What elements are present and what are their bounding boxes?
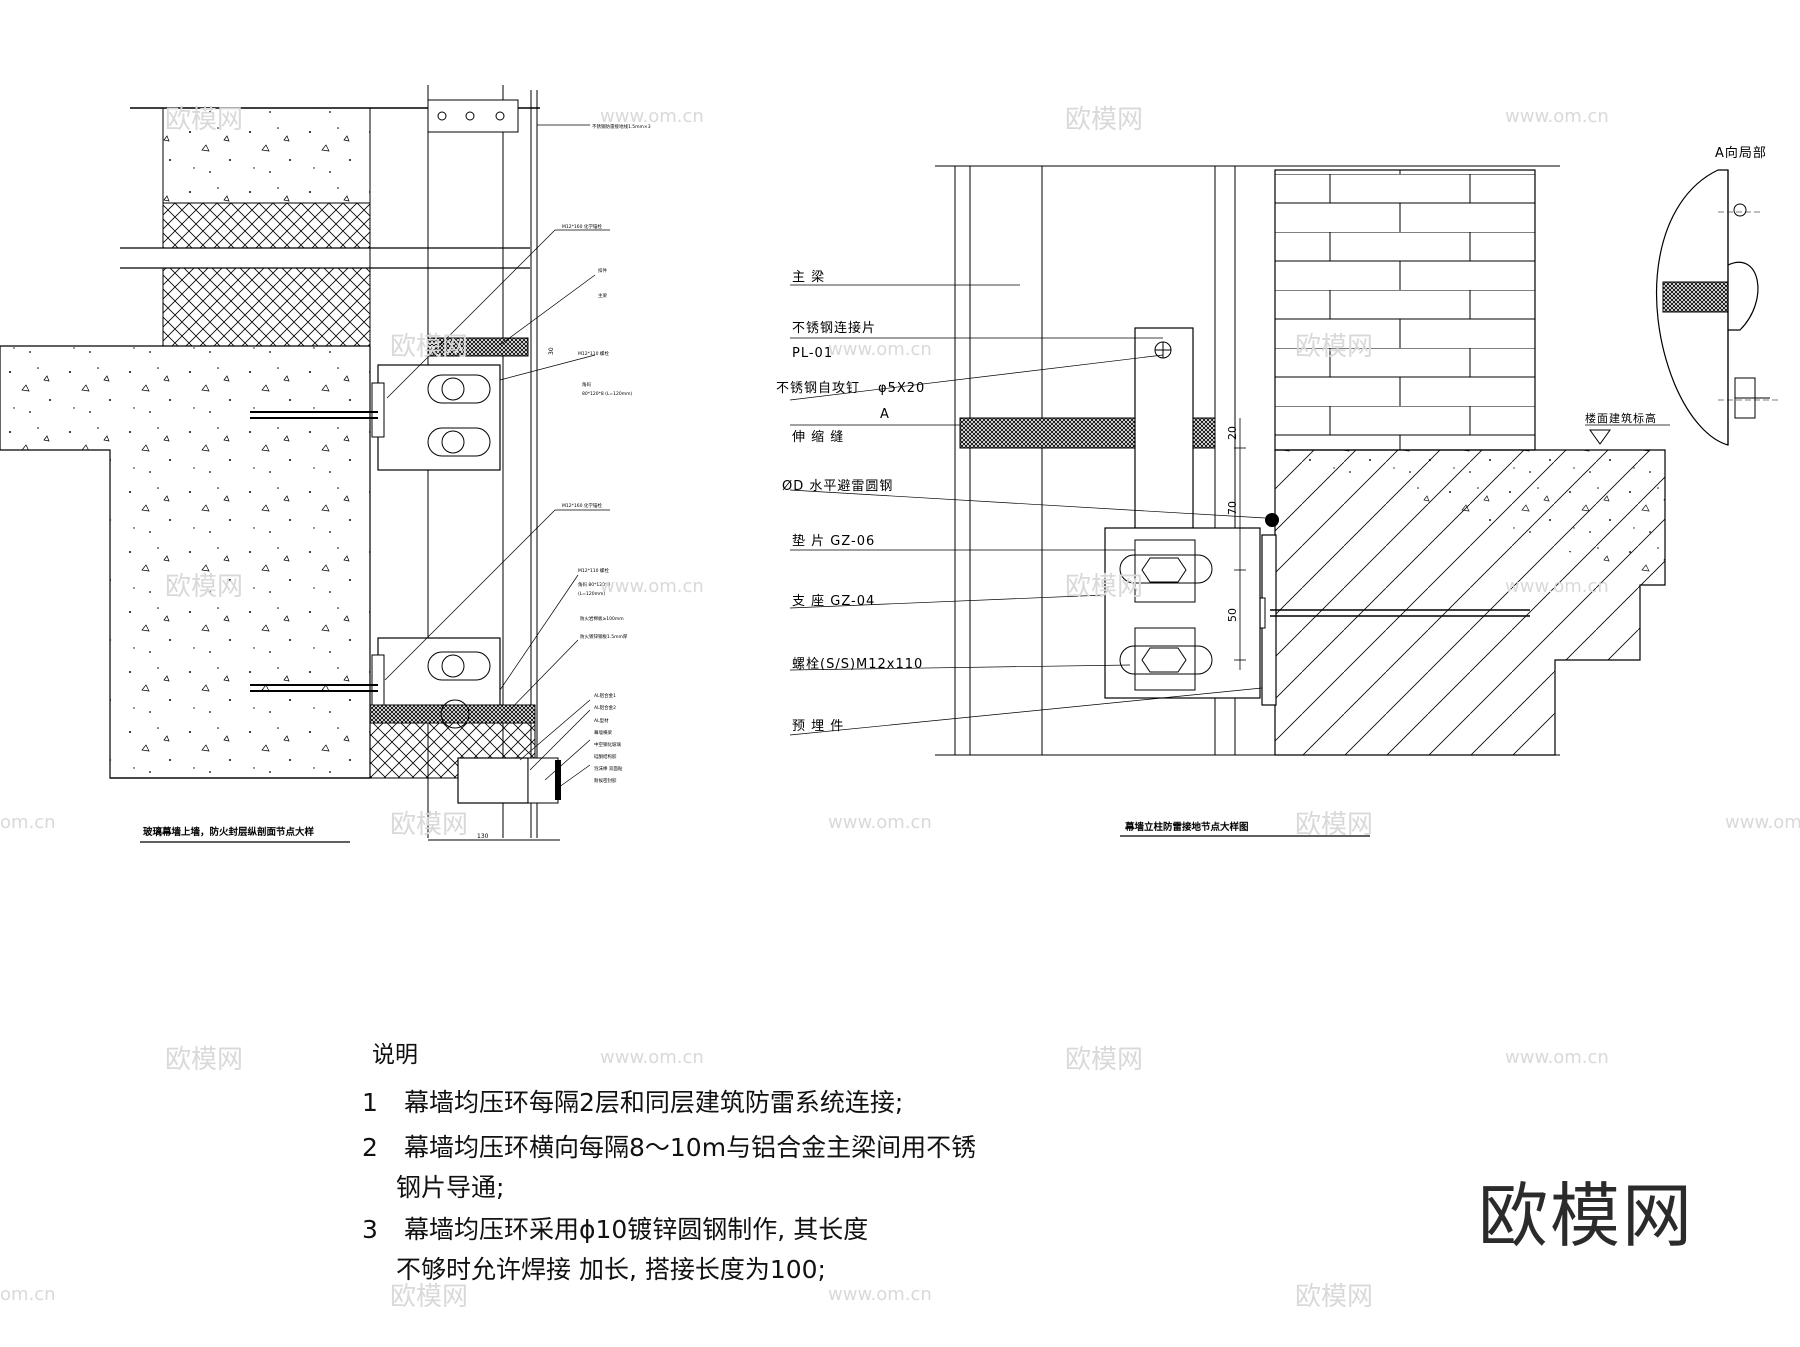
watermark-domain: www.om.cn	[600, 106, 704, 127]
right-label-embedded: 预 埋 件	[792, 719, 844, 734]
right-label-support: 支 座 GZ-04	[792, 594, 875, 609]
watermark-domain: www.om.cn	[828, 812, 932, 833]
left-label-item-b: 主梁	[598, 292, 607, 299]
right-label-screw-size: φ5X20	[878, 381, 925, 396]
watermark-domain: www.om.cn	[1725, 812, 1800, 833]
right-dim-50: 50	[1226, 608, 1239, 622]
watermark-domain: www.om.cn	[1505, 576, 1609, 597]
watermark: 欧模网	[1065, 1045, 1143, 1075]
right-dim-20: 20	[1226, 426, 1239, 440]
left-label-anchor-top: M12*160 化学锚栓	[562, 223, 602, 230]
detail-a-drawing: A向局部	[1655, 145, 1780, 446]
left-label-top-note: 不锈钢防雷接地线1.5mm×3	[592, 123, 651, 130]
watermark-domain: om.cn	[0, 812, 56, 833]
left-section-drawing: 130 30 不锈钢防雷接地线1.5mm×3 M12*160 化学锚栓 扣件 主…	[0, 85, 651, 843]
watermark-layer: 欧模网 欧模网 欧模网 欧模网 欧模网 欧模网 欧模网 欧模网 欧模网 欧模网 …	[165, 105, 1373, 1312]
right-label-pl01: PL-01	[792, 346, 833, 361]
left-label-profile-2: AL铝合金2	[594, 704, 616, 711]
left-label-profile-8: 耐候密封胶	[594, 777, 617, 784]
watermark: 欧模网	[1065, 572, 1143, 602]
watermark: 欧模网	[165, 1045, 243, 1075]
right-label-bolt: 螺栓(S/S)M12x110	[792, 657, 923, 672]
left-label-bolt-top: M12*110 螺栓	[578, 350, 609, 357]
left-dim-130: 130	[477, 833, 489, 840]
left-label-profile-7: 泡沫棒 双面贴	[594, 765, 623, 772]
left-label-profile-6: 硅酮结构胶	[594, 753, 617, 760]
right-label-screw: 不锈钢自攻钉	[776, 381, 860, 396]
watermark-domain: www.om.cn	[1505, 106, 1609, 127]
left-label-profile-1: AL铝合金1	[594, 692, 616, 699]
watermark: 欧模网	[390, 1282, 468, 1312]
right-label-lightning-rod: ØD 水平避雷圆钢	[782, 479, 893, 494]
left-label-profile-4: 幕墙横梁	[594, 729, 612, 736]
watermark-domain: www.om.cn	[1505, 1047, 1609, 1068]
right-label-floor-level: 楼面建筑标高	[1585, 411, 1657, 425]
left-label-item-a: 扣件	[598, 267, 607, 274]
right-label-view-a: A	[880, 407, 890, 422]
watermark-domain-layer: www.om.cn www.om.cn www.om.cn www.om.cn …	[0, 106, 1800, 1305]
left-drawing-title: 玻璃幕墙上墙，防火封层纵剖面节点大样	[143, 826, 315, 838]
watermark: 欧模网	[165, 105, 243, 135]
brand-logo: 欧模网	[1478, 1175, 1694, 1257]
watermark: 欧模网	[1295, 332, 1373, 362]
watermark-domain: www.om.cn	[600, 1047, 704, 1068]
right-drawing-title: 幕墙立柱防雷接地节点大样图	[1124, 821, 1249, 833]
right-label-expansion-joint: 伸 缩 缝	[792, 429, 844, 445]
right-label-steel-plate: 不锈钢连接片	[792, 320, 876, 336]
left-label-anchor-bottom: M12*160 化学锚栓	[562, 502, 602, 509]
left-label-profile-5: 中空钢化玻璃	[594, 741, 621, 748]
right-label-washer: 垫 片 GZ-06	[792, 533, 875, 549]
detail-a-title: A向局部	[1715, 145, 1767, 161]
watermark-domain: om.cn	[0, 1284, 56, 1305]
watermark: 欧模网	[1295, 1282, 1373, 1312]
left-dim-30: 30	[548, 347, 555, 355]
left-label-profile-3: AL型材	[594, 717, 609, 724]
right-section-drawing: 20 70 50 主 梁 不锈钢连接片 PL-01 不锈钢自攻钉 φ5X20 A…	[776, 165, 1670, 837]
left-label-steel-plate: 防火镀锌钢板1.5mm厚	[580, 633, 628, 640]
left-label-angle-bottom-len: (L=120mm)	[578, 591, 605, 597]
watermark-domain: www.om.cn	[828, 1284, 932, 1305]
watermark: 欧模网	[1065, 105, 1143, 135]
watermark: 欧模网	[165, 572, 243, 602]
watermark: 欧模网	[1295, 810, 1373, 840]
watermark: 欧模网	[390, 332, 468, 362]
watermark-domain: www.om.cn	[600, 576, 704, 597]
right-dim-70: 70	[1226, 501, 1239, 515]
watermark-domain: www.om.cn	[828, 339, 932, 360]
left-label-angle-top: 角码	[582, 381, 591, 388]
watermark: 欧模网	[390, 810, 468, 840]
left-label-bolt-bottom: M12*110 螺栓	[578, 567, 609, 574]
left-label-fire-board: 防火岩棉板≥100mm	[580, 615, 624, 622]
left-label-angle-bottom: 角码 80*120*8	[578, 581, 610, 588]
right-label-main-beam: 主 梁	[792, 270, 825, 285]
left-label-angle-top-size: 80*120*8 (L=120mm)	[582, 391, 632, 397]
